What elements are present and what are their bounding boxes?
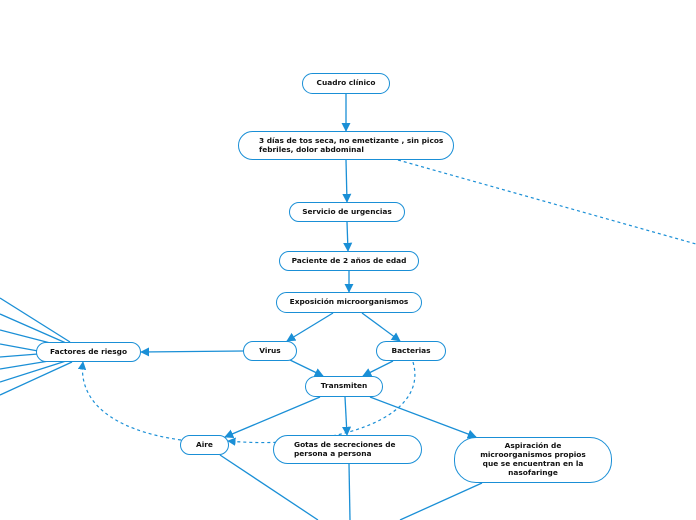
- node-gotas[interactable]: Gotas de secreciones de persona a person…: [273, 435, 422, 464]
- connector-bacterias-transmiten: [362, 360, 394, 377]
- connector-virus-transmiten: [289, 359, 324, 377]
- connector-factores-7: [0, 360, 67, 383]
- connector-tresdias-servicio: [342, 159, 352, 203]
- connector-exposicion-virus: [286, 312, 334, 342]
- connector-factores-5: [0, 353, 39, 358]
- connector-transmiten-gotas: [342, 396, 352, 436]
- connector-exposicion-bacterias: [361, 312, 401, 342]
- connector-factores-8: [0, 361, 73, 396]
- connector-gotas-down: [348, 463, 351, 520]
- node-label: Cuadro clínico: [316, 78, 376, 88]
- node-label: Virus: [259, 345, 281, 355]
- node-label: Aire: [196, 439, 213, 449]
- node-aspiracion[interactable]: Aspiración de microorganismos propios qu…: [454, 437, 612, 483]
- node-aire[interactable]: Aire: [180, 435, 229, 455]
- dashed-tresdias-offright: [397, 159, 696, 245]
- connector-factores-2: [0, 313, 67, 344]
- node-tres-dias[interactable]: 3 días de tos seca, no emetizante , sin …: [238, 131, 454, 160]
- node-label: Gotas de secreciones de persona a person…: [294, 439, 396, 458]
- node-virus[interactable]: Virus: [243, 341, 297, 361]
- node-label: Transmiten: [320, 381, 368, 391]
- node-exposicion[interactable]: Exposición microorganismos: [276, 292, 422, 313]
- node-label: Bacterias: [391, 345, 431, 355]
- dashed-aire-factores: [77, 361, 182, 441]
- connector-servicio-paciente: [343, 221, 353, 252]
- connector-aire-down: [219, 454, 319, 520]
- node-factores-riesgo[interactable]: Factores de riesgo: [36, 342, 141, 362]
- node-paciente[interactable]: Paciente de 2 años de edad: [279, 251, 419, 271]
- dashed-bacterias-aire: [227, 361, 416, 446]
- node-label: Aspiración de microorganismos propios qu…: [480, 441, 586, 477]
- node-label: Factores de riesgo: [49, 346, 128, 356]
- node-label: Paciente de 2 años de edad: [291, 255, 407, 265]
- connector-aspiracion-down: [399, 482, 483, 520]
- connector-factores-1: [0, 297, 71, 343]
- node-servicio-urgencias[interactable]: Servicio de urgencias: [289, 202, 405, 222]
- node-transmiten[interactable]: Transmiten: [305, 376, 383, 397]
- node-label: Exposición microorganismos: [289, 297, 409, 307]
- node-label: Servicio de urgencias: [302, 206, 392, 216]
- node-bacterias[interactable]: Bacterias: [376, 341, 446, 361]
- connector-virus-factores: [140, 347, 244, 357]
- connector-transmiten-aspiracion: [369, 396, 477, 439]
- connector-factores-4: [0, 343, 39, 352]
- node-label: 3 días de tos seca, no emetizante , sin …: [259, 135, 444, 154]
- node-cuadro-clinico[interactable]: Cuadro clínico: [302, 73, 390, 94]
- connector-transmiten-aire: [224, 396, 321, 439]
